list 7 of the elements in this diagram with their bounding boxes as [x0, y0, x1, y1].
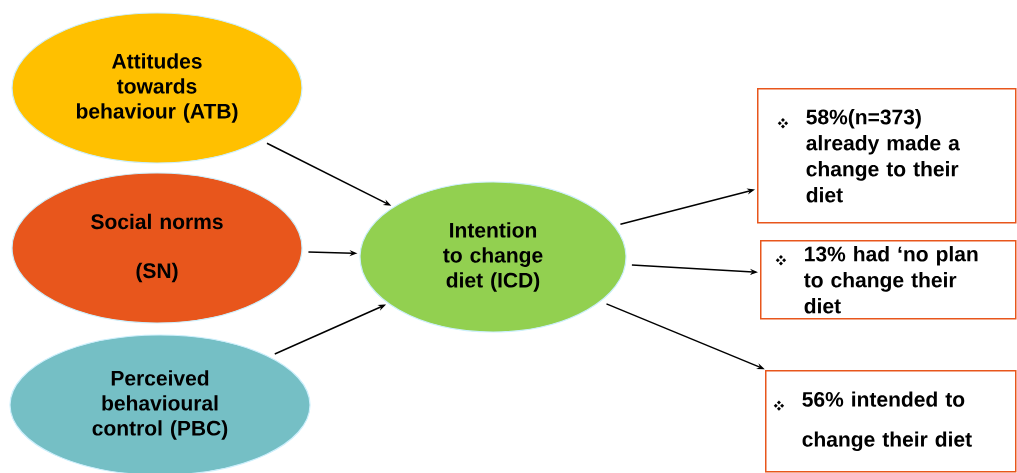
- text-box: 56% intended to change their diet: [765, 370, 1017, 473]
- ellipse-node: Social norms (SN): [11, 172, 303, 324]
- text-box: 58%(n=373) already made a change to their diet: [757, 88, 1017, 224]
- text-box: 13% had ‘no plan to change their diet: [760, 240, 1017, 320]
- ellipse-node: Intention to change diet (ICD): [359, 181, 627, 333]
- ellipse-node: Perceived behavioural control (PBC): [9, 334, 311, 473]
- ellipse-node: Attitudes towards behaviour (ATB): [11, 12, 303, 164]
